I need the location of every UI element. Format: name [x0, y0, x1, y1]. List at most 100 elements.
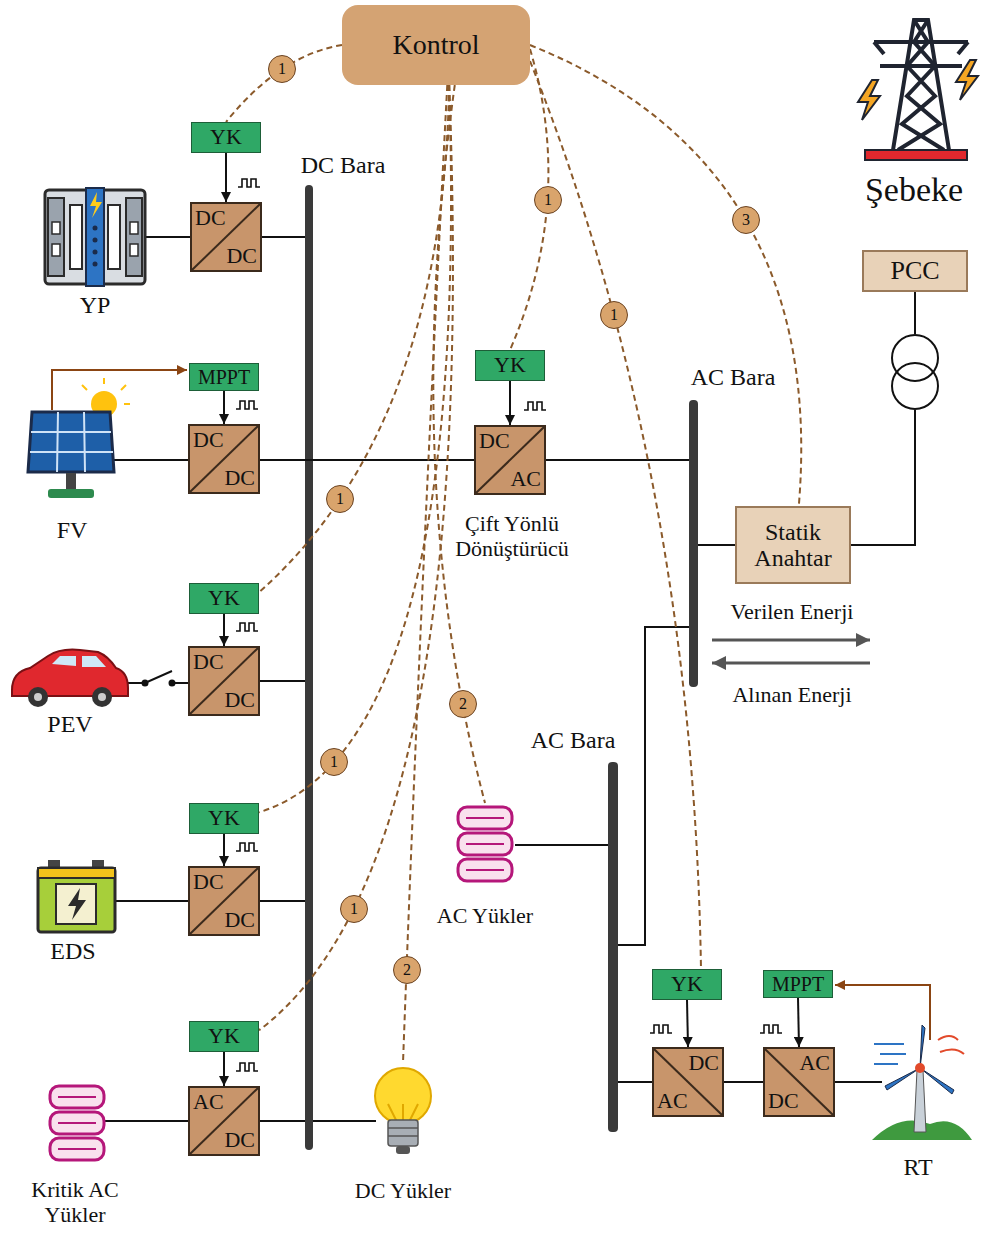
node-label: AC [193, 1091, 224, 1113]
part-label: AC Bara [691, 364, 776, 391]
callout-number: 1 [340, 895, 368, 923]
node-label: YK [208, 806, 240, 830]
part-label: FV [57, 517, 88, 544]
node-label: DC [193, 429, 224, 451]
part-label: Şebeke [865, 171, 963, 209]
part-label: Alınan Enerji [732, 683, 851, 708]
mppt-box: MPPT [763, 970, 833, 998]
node-label: YK [210, 125, 242, 149]
node-label: DC [224, 1129, 255, 1151]
dc-dc-converter: DCDC [188, 424, 260, 494]
signal-arrow [223, 391, 225, 424]
ac-dc-converter: ACDC [188, 1086, 260, 1156]
controller-box: YK [189, 803, 259, 834]
fuel-cell-icon [45, 188, 145, 286]
transformer-symbol [892, 335, 938, 409]
callout-number: 1 [600, 301, 628, 329]
node-label: DC Yükler [340, 1179, 466, 1203]
signal-arrow [223, 614, 225, 646]
callout-number: 2 [393, 956, 421, 984]
power-wires [104, 237, 915, 1121]
converter-diagonal-line [190, 426, 258, 492]
signal-arrow [225, 153, 227, 202]
part-label: YP [80, 292, 111, 319]
control-signal-line [226, 45, 342, 122]
ac-load-node: AC Yükler [425, 803, 545, 928]
energy-flow-arrows [712, 640, 870, 663]
electric-car-icon [12, 650, 128, 707]
node-label: DC [224, 689, 255, 711]
part-label: PEV [47, 711, 92, 738]
callout-number: 3 [732, 206, 760, 234]
signal-arrow [687, 1000, 688, 1047]
node-label: YK [671, 972, 703, 996]
dc-ac-converter: DCAC [652, 1047, 724, 1117]
pwm-symbols [236, 179, 782, 1071]
part-label: Kritik AC Yükler [13, 1178, 138, 1227]
node-label: AC [799, 1052, 830, 1074]
node-label: DC [224, 467, 255, 489]
node-label: Statik Anahtar [743, 519, 843, 572]
node-label: MPPT [198, 366, 250, 388]
callout-number: 1 [326, 485, 354, 513]
node-label: DC [479, 430, 510, 452]
callout-number: 1 [268, 55, 296, 83]
control-signal-line [530, 45, 801, 506]
node-label: DC [224, 909, 255, 931]
pcc-box: PCC [862, 250, 968, 292]
wind-turbine-icon [835, 985, 972, 1140]
ac-load-icon [458, 807, 512, 881]
converter-diagonal-line [192, 204, 260, 270]
mppt-box: MPPT [189, 363, 259, 391]
node-label: DC [768, 1090, 799, 1112]
controller-box: YK [191, 122, 261, 153]
node-label: PCC [890, 257, 939, 286]
part-label: AC Bara [531, 727, 616, 754]
converter-diagonal-line [765, 1049, 833, 1115]
dc-dc-converter: DCDC [190, 202, 262, 272]
node-label: Kontrol [392, 30, 479, 61]
dc-dc-converter: DCDC [188, 866, 260, 936]
control-signal-line [259, 85, 451, 812]
controller-box: YK [189, 583, 259, 614]
callout-number: 1 [320, 748, 348, 776]
dc-dc-converter: DCDC [188, 646, 260, 716]
converter-diagonal-line [190, 868, 258, 934]
static-switch-box: Statik Anahtar [735, 506, 851, 584]
part-label: Çift Yönlü Dönüştürücü [437, 512, 587, 561]
node-label: YK [494, 353, 526, 377]
callout-number: 1 [534, 186, 562, 214]
solar-panel-icon [28, 370, 187, 498]
node-label: DC [226, 245, 257, 267]
converter-diagonal-line [654, 1049, 722, 1115]
node-label: AC Yükler [425, 904, 545, 928]
controller-box: YK [475, 350, 545, 381]
part-label: RT [903, 1154, 932, 1181]
callout-number: 2 [449, 690, 477, 718]
node-label: YK [208, 1024, 240, 1048]
node-label: DC [688, 1052, 719, 1074]
battery-icon [38, 860, 115, 932]
ac-dc-converter: ACDC [763, 1047, 835, 1117]
converter-diagonal-line [190, 1088, 258, 1154]
node-label: YK [208, 586, 240, 610]
controller-box: YK [189, 1021, 259, 1052]
signal-arrow [724, 1081, 763, 1083]
lamp-icon [375, 1068, 431, 1154]
node-label: DC [193, 651, 224, 673]
signal-arrow [798, 998, 799, 1047]
dc-ac-converter: DCAC [474, 425, 546, 495]
critical-ac-load-icon [50, 1086, 104, 1160]
signal-arrow [223, 1052, 225, 1086]
node-label: DC [195, 207, 226, 229]
controller-box: YK [652, 969, 722, 1000]
part-label: Verilen Enerji [731, 600, 854, 625]
dc-load-node: DC Yükler [340, 1063, 466, 1203]
signal-arrow [509, 381, 511, 425]
node-label: AC [510, 468, 541, 490]
node-label: MPPT [772, 973, 824, 995]
control-box: Kontrol [342, 5, 530, 85]
converter-diagonal-line [476, 427, 544, 493]
part-label: EDS [50, 938, 95, 965]
